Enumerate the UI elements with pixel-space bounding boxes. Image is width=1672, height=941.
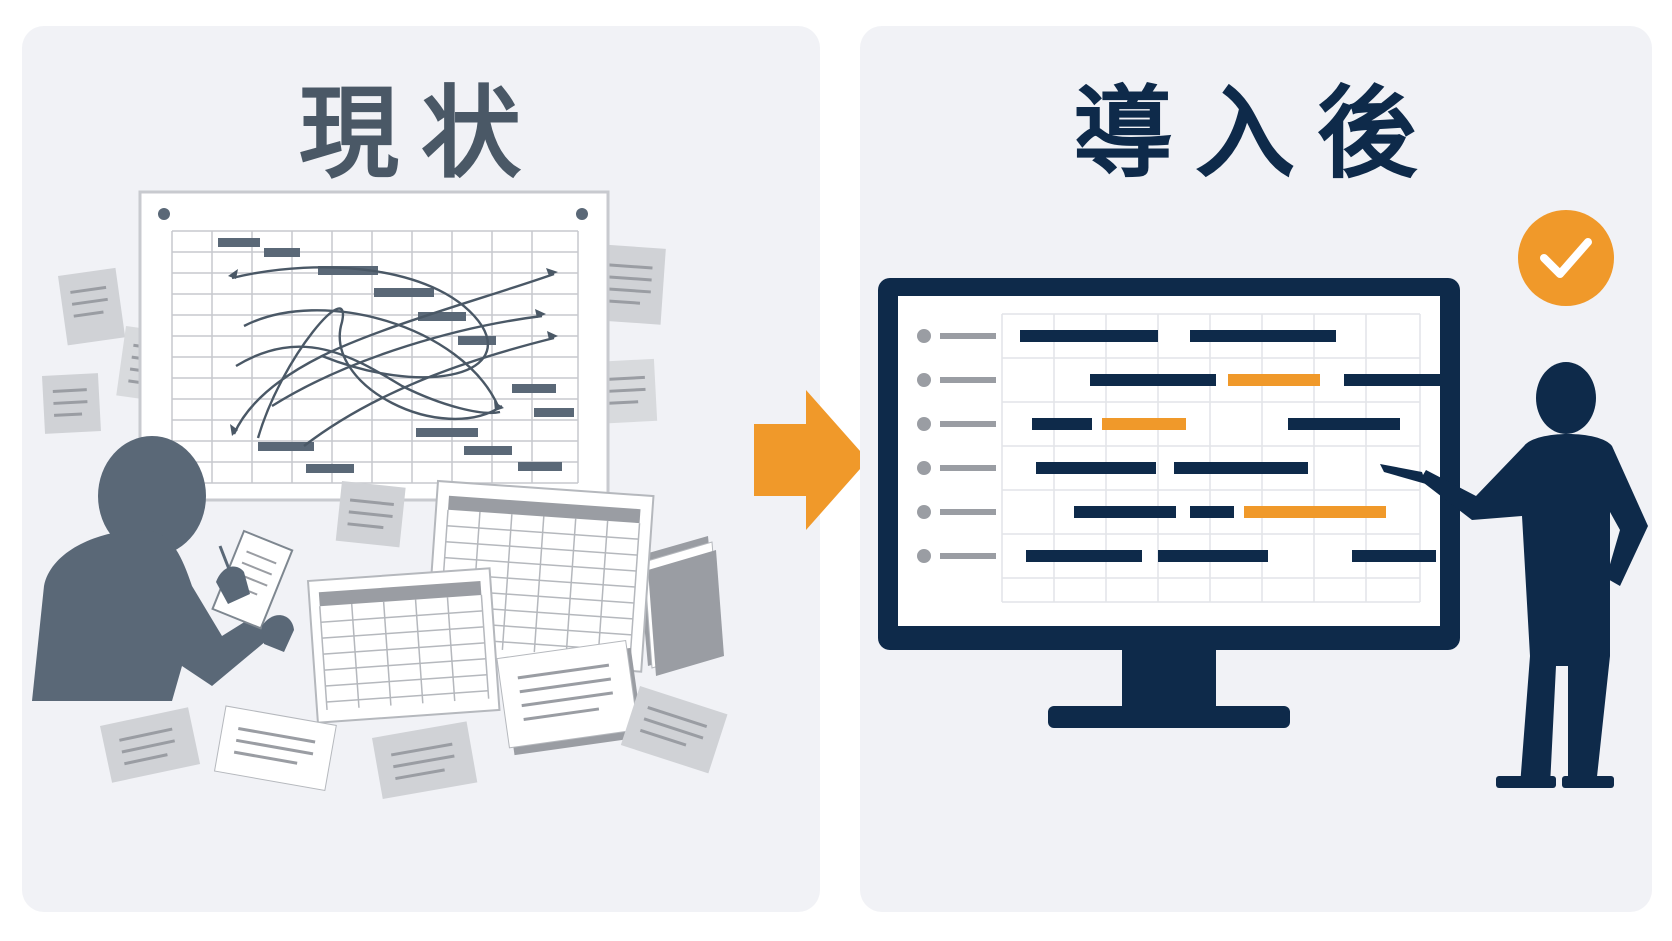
after-illustration bbox=[878, 210, 1648, 788]
document-icon bbox=[496, 639, 644, 756]
document-icon bbox=[213, 705, 337, 792]
after-title: 導入後 bbox=[1073, 75, 1439, 192]
monitor-icon bbox=[878, 278, 1460, 728]
document-icon bbox=[57, 267, 126, 346]
person-icon bbox=[32, 436, 294, 701]
messy-gantt-board bbox=[138, 190, 610, 502]
before-illustration bbox=[32, 190, 728, 800]
paper-pile bbox=[100, 479, 728, 800]
task-bars bbox=[1020, 330, 1448, 562]
document-icon bbox=[594, 358, 658, 424]
pushpin-icon bbox=[576, 208, 588, 220]
spreadsheet-document bbox=[306, 567, 501, 724]
before-title: 現状 bbox=[299, 75, 543, 192]
document-icon bbox=[620, 686, 728, 774]
pushpin-icon bbox=[158, 208, 170, 220]
document-icon bbox=[335, 481, 406, 548]
row-labels bbox=[917, 329, 996, 563]
before-panel: 現状 bbox=[22, 26, 820, 912]
document-icon bbox=[42, 373, 101, 434]
document-icon bbox=[372, 721, 478, 800]
document-icon bbox=[100, 707, 201, 783]
clean-gantt-chart bbox=[917, 313, 1448, 603]
checkmark-icon bbox=[1518, 210, 1614, 306]
after-panel: 導入後 bbox=[860, 26, 1652, 912]
person-icon bbox=[1380, 362, 1648, 788]
